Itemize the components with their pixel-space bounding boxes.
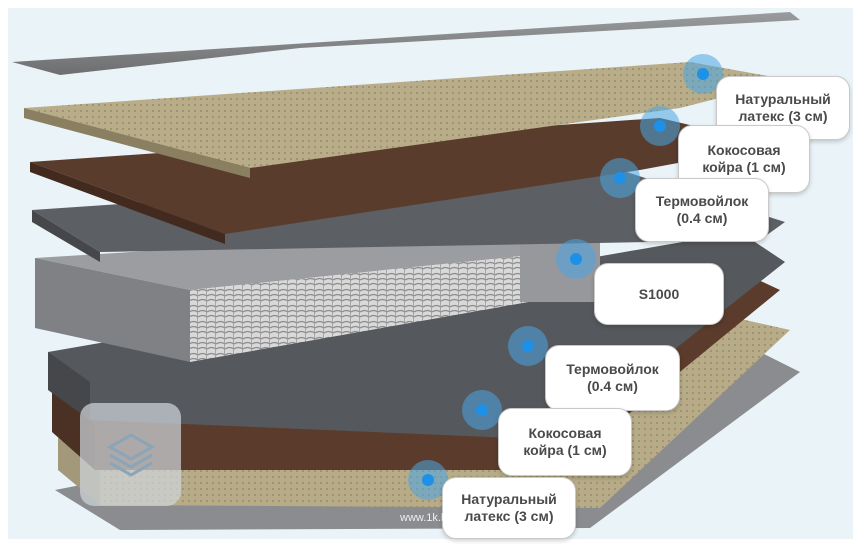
callout-springs: S1000 [594,263,724,325]
hotspot-coir-bottom[interactable] [462,390,502,430]
hotspot-dot [614,172,626,184]
watermark: www.1k.by [400,512,453,524]
callout-felt-top: Термовойлок (0.4 см) [635,178,769,242]
hotspot-dot [522,340,534,352]
hotspot-coir-top[interactable] [640,106,680,146]
hotspot-felt-bottom[interactable] [508,326,548,366]
callout-latex-bottom: Натуральный латекс (3 см) [442,477,576,539]
hotspot-dot [476,404,488,416]
hotspot-dot [697,68,709,80]
layer-top-cover [12,12,800,75]
layer-top-latex [24,62,790,178]
hotspot-felt-top[interactable] [600,158,640,198]
hotspot-dot [570,253,582,265]
hotspot-latex-bottom[interactable] [408,460,448,500]
hotspot-dot [422,474,434,486]
hotspot-dot [654,120,666,132]
layer-top-coir [30,118,775,244]
layers-icon [106,433,156,477]
callout-coir-bottom: Кокосовая койра (1 см) [498,408,632,476]
layers-view-button[interactable] [80,403,181,506]
callout-felt-bottom: Термовойлок (0.4 см) [545,345,680,411]
hotspot-springs[interactable] [556,239,596,279]
